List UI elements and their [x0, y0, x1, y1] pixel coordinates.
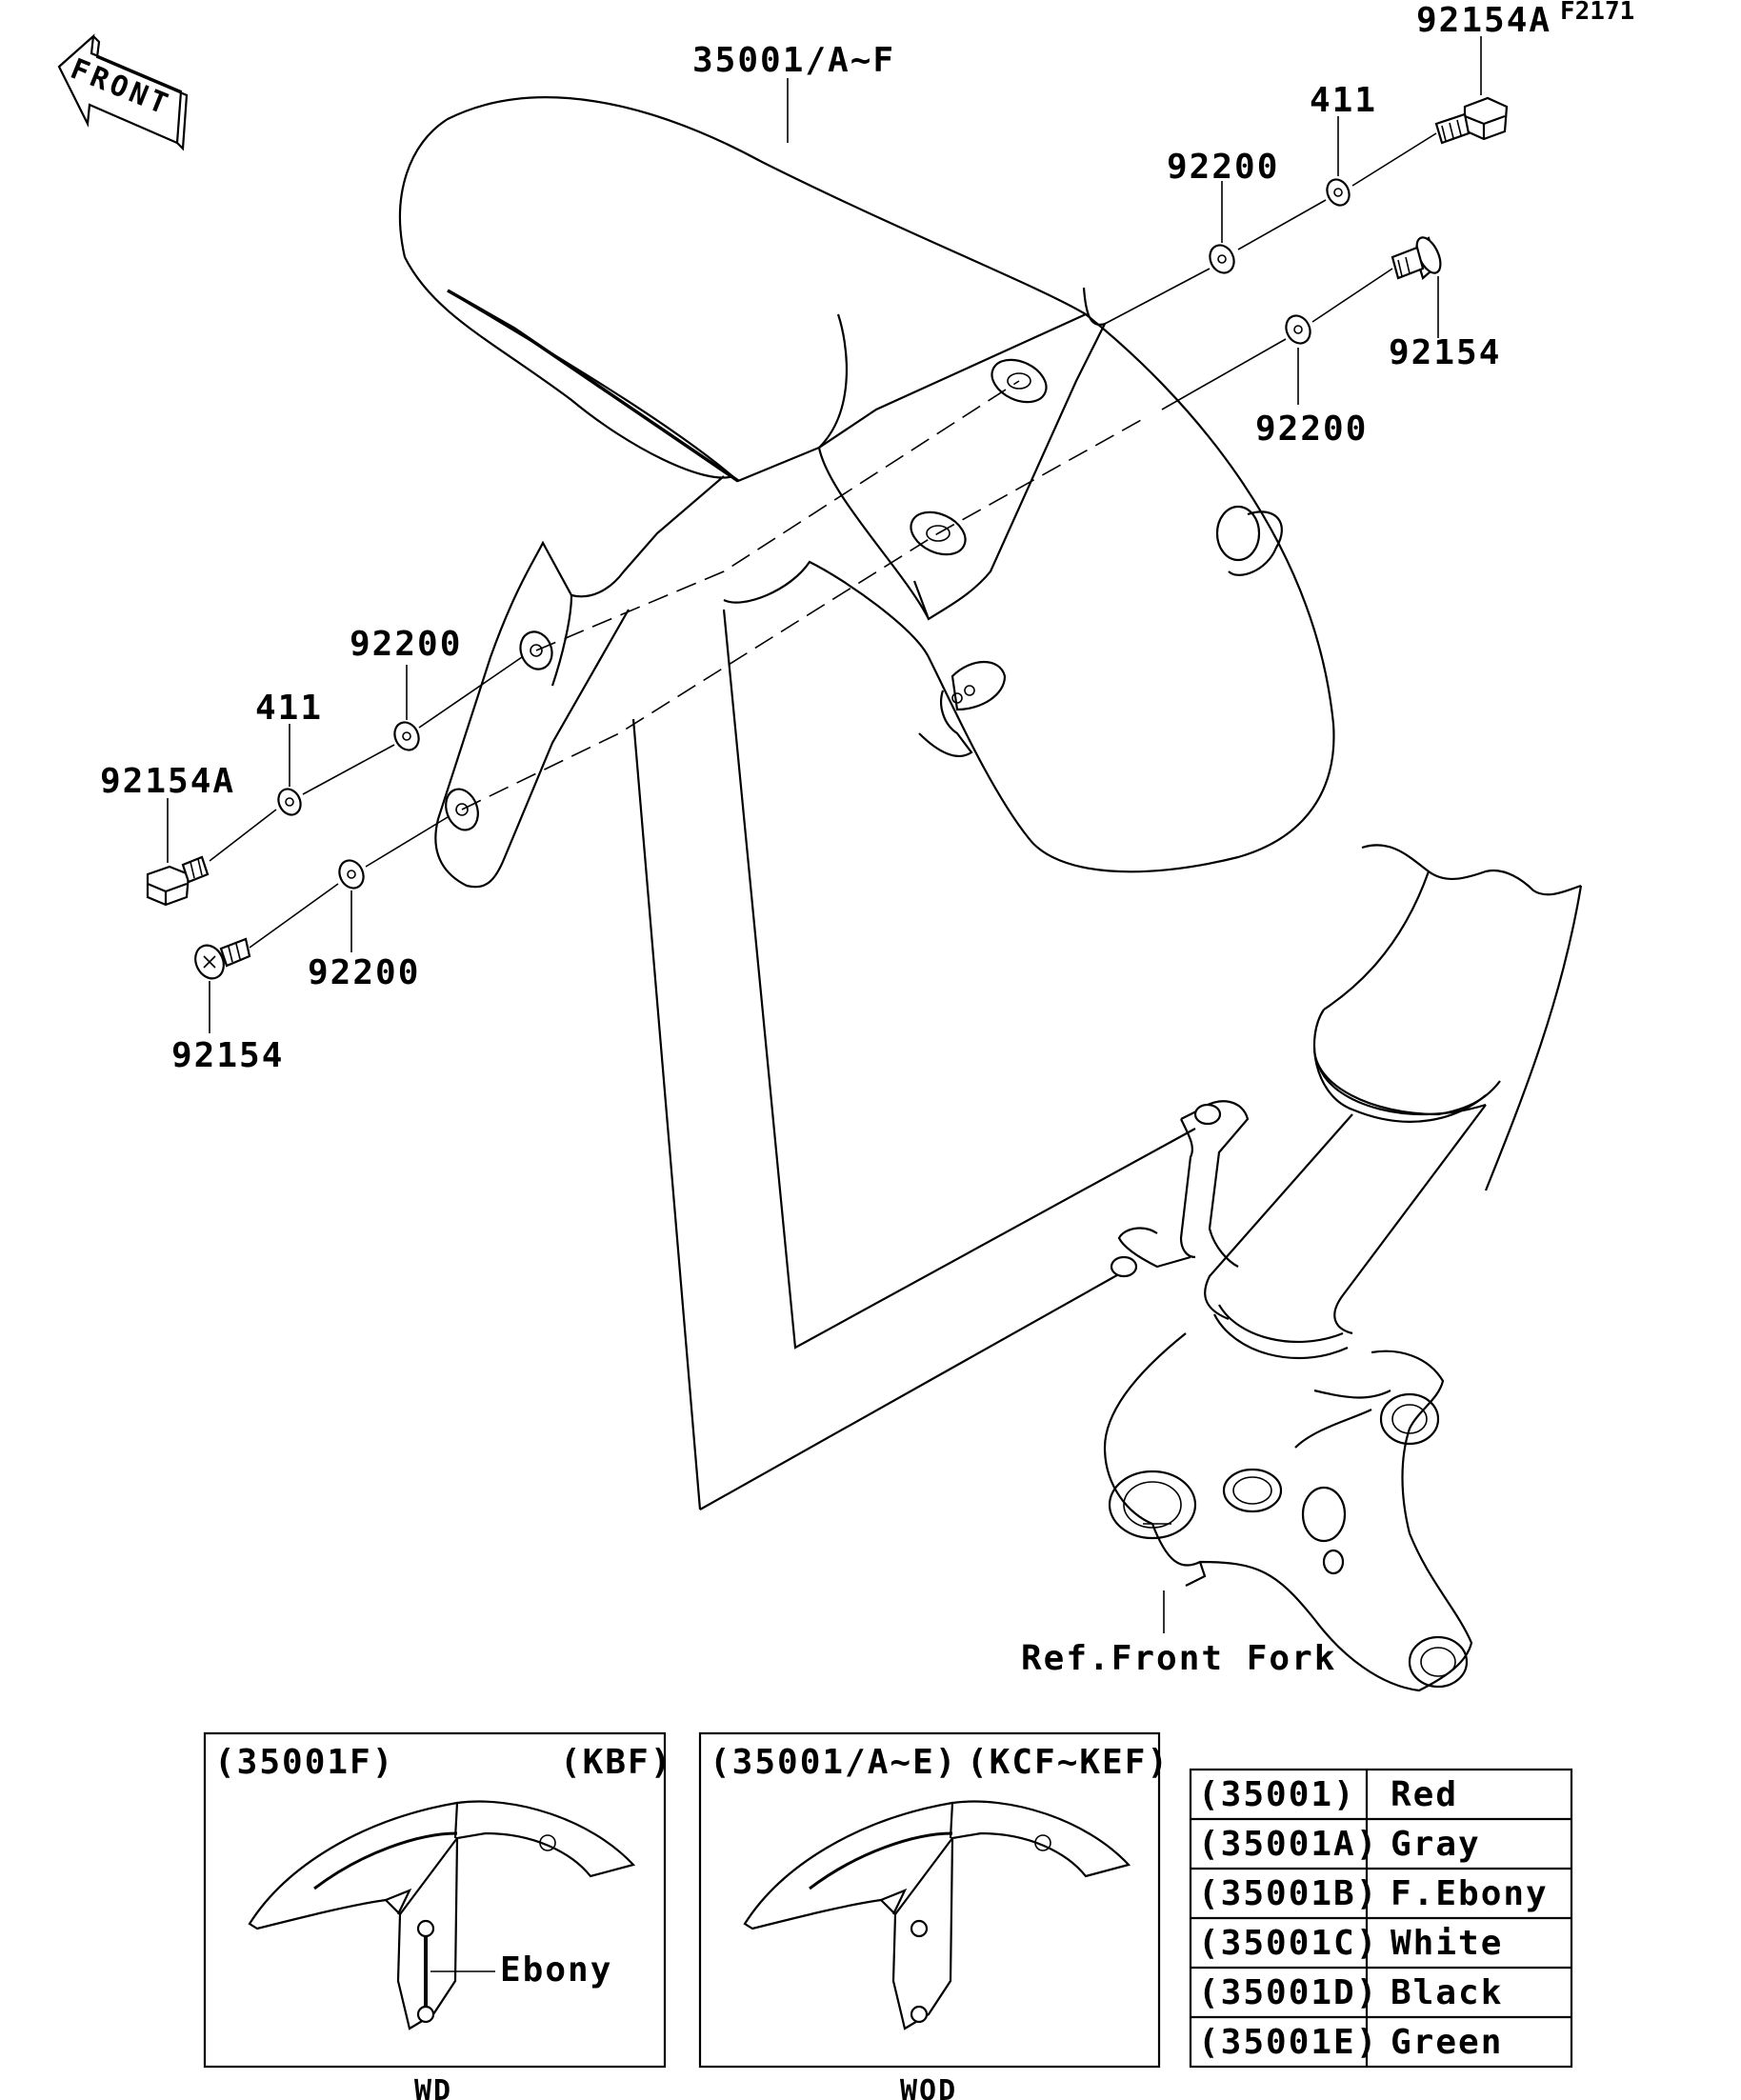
washer-right-upper-callout: 92200	[1167, 148, 1279, 187]
variant-box-wd: (35001F) (KBF) Ebony WD	[203, 1731, 672, 2100]
washer-left-upper-callout: 92200	[350, 625, 462, 664]
table-row-part: (35001B)	[1198, 1874, 1378, 1913]
variant-caption: WD	[414, 2074, 452, 2100]
variant-callout: Ebony	[500, 1950, 612, 1990]
table-row-part: (35001C)	[1198, 1924, 1378, 1963]
bolt-a-right-callout: 92154A	[1416, 1, 1551, 40]
washer-icon	[1285, 314, 1311, 345]
collar-left-callout: 411	[255, 689, 323, 728]
variant-code: (35001/A~E)	[710, 1743, 957, 1782]
washer-icon	[338, 859, 365, 890]
washer-icon	[1209, 244, 1235, 274]
figure-code: F2171	[1560, 0, 1634, 26]
table-row-color: Black	[1391, 1973, 1503, 2012]
variant-code: (35001F)	[214, 1743, 394, 1782]
table-row-color: F.Ebony	[1391, 1874, 1549, 1913]
table-row-color: Red	[1391, 1775, 1458, 1814]
front-fender	[398, 96, 1335, 889]
hardware-left	[146, 656, 523, 1033]
table-row-part: (35001E)	[1198, 2023, 1378, 2062]
bolt-a-left-callout: 92154A	[100, 762, 235, 801]
variant-caption: WOD	[900, 2074, 957, 2100]
front-fork-ref-callout: Ref.Front Fork	[1021, 1639, 1336, 1678]
washer-left-lower-callout: 92200	[308, 953, 420, 992]
front-fork	[1103, 844, 1583, 1692]
variant-model: (KCF~KEF)	[967, 1743, 1170, 1782]
table-row-part: (35001D)	[1198, 1973, 1378, 2012]
hardware-right	[1104, 36, 1509, 410]
bolt-left-callout: 92154	[171, 1036, 284, 1075]
reference-lines	[631, 609, 1196, 1510]
variant-box-wod: (35001/A~E) (KCF~KEF) WOD	[698, 1731, 1170, 2100]
color-table: (35001) Red (35001A) Gray (35001B) F.Ebo…	[1189, 1768, 1573, 2069]
washer-icon	[393, 721, 420, 751]
collar-icon	[277, 788, 302, 816]
washer-right-lower-callout: 92200	[1255, 410, 1368, 449]
table-row-part: (35001)	[1198, 1775, 1356, 1814]
table-row-color: White	[1391, 1924, 1503, 1963]
table-row-part: (35001A)	[1198, 1825, 1378, 1864]
table-row-color: Green	[1391, 2023, 1503, 2062]
fender-callout: 35001/A~F	[692, 41, 895, 80]
collar-icon	[1326, 178, 1351, 207]
bolt-icon	[146, 865, 190, 907]
variant-model: (KBF)	[560, 1743, 672, 1782]
front-arrow-icon: FRONT	[57, 33, 189, 151]
collar-right-callout: 411	[1310, 81, 1377, 120]
bolt-right-callout: 92154	[1389, 333, 1501, 372]
table-row-color: Gray	[1391, 1825, 1481, 1864]
